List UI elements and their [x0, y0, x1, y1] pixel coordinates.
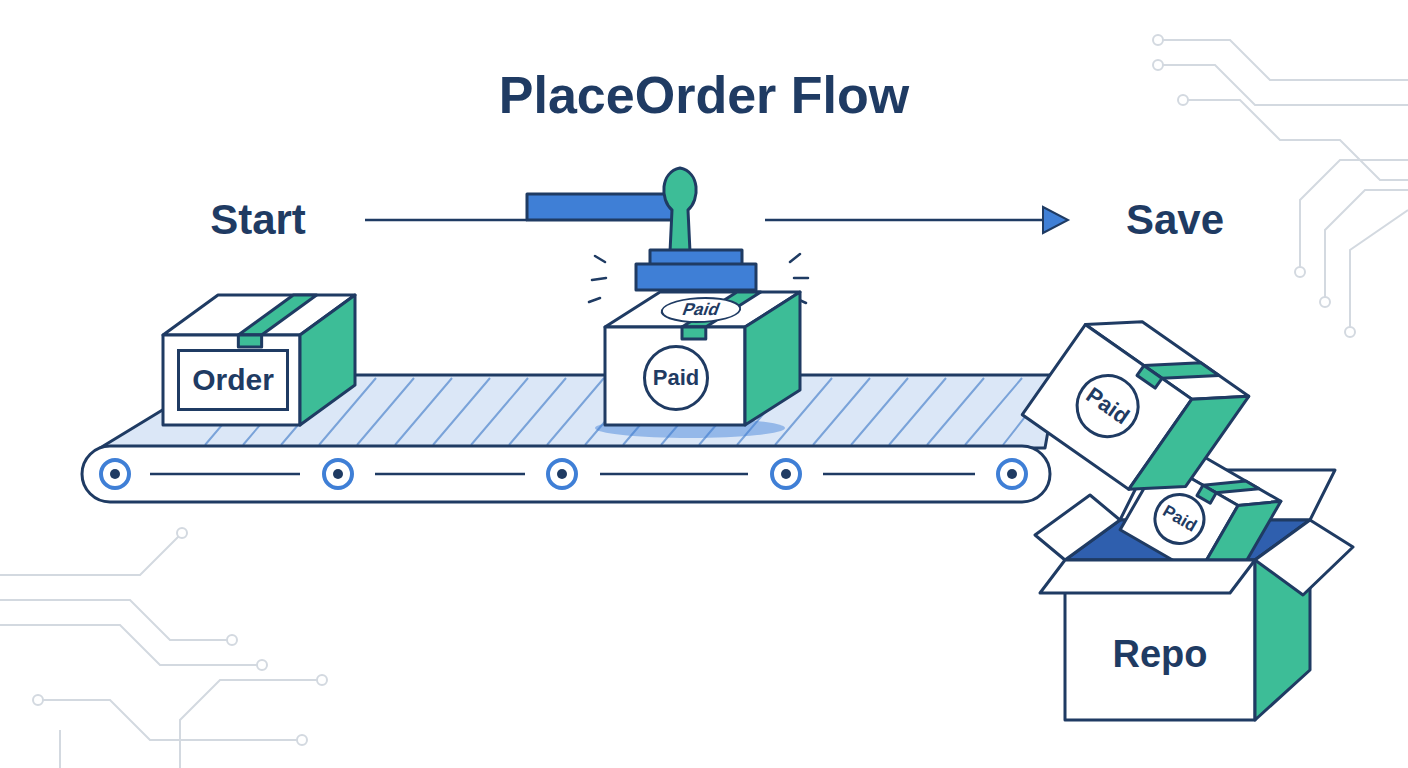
arrow-head — [1043, 207, 1068, 233]
repo-front — [1035, 455, 1355, 725]
roller — [772, 460, 800, 488]
circuit-pad — [297, 735, 307, 745]
circuit-trace — [1160, 40, 1408, 330]
circuit-pad — [1295, 267, 1305, 277]
arrow-line — [365, 219, 527, 222]
repo-label: Repo — [1065, 625, 1255, 685]
box-tape-front — [682, 327, 706, 339]
circuit-pad — [227, 635, 237, 645]
circuit-decoration — [0, 35, 1408, 768]
stamp-handle — [664, 168, 696, 252]
box-front — [163, 335, 300, 425]
box-tape-front — [238, 335, 261, 347]
roller — [998, 460, 1026, 488]
stamp-machine — [527, 168, 808, 303]
roller — [548, 460, 576, 488]
circuit-pad — [1345, 327, 1355, 337]
circuit-pad — [177, 528, 187, 538]
circuit-pad — [257, 660, 267, 670]
roller — [324, 460, 352, 488]
roller-hub — [781, 469, 791, 479]
flow-label: Save — [1100, 194, 1250, 246]
box-tape-front — [1137, 366, 1162, 389]
stamp-arm — [527, 194, 687, 220]
repo-flap-left — [1035, 495, 1120, 560]
box-label: Order — [177, 349, 289, 411]
circuit-pad — [317, 675, 327, 685]
roller-hubs — [110, 469, 1017, 479]
circuit-pad — [33, 695, 43, 705]
circuit-pad — [1320, 297, 1330, 307]
roller — [101, 460, 129, 488]
roller-hub — [110, 469, 120, 479]
rollers — [101, 460, 1026, 488]
circuit-pad — [1153, 35, 1163, 45]
roller-hub — [333, 469, 343, 479]
arrow-line — [765, 219, 1045, 222]
repository-box: RepoPaid — [1035, 455, 1355, 725]
repo-flap-front — [1040, 560, 1255, 593]
box-front — [605, 327, 745, 425]
belt-front — [82, 446, 1050, 502]
flow-arrow — [365, 207, 1068, 233]
circuit-trace — [0, 535, 320, 768]
box-tape — [238, 295, 316, 335]
box-side — [745, 292, 800, 425]
circuit-pads — [33, 35, 1355, 745]
stamp-mark: Paid — [643, 345, 709, 411]
roller-hub — [557, 469, 567, 479]
package-box: Order — [163, 295, 355, 425]
diagram-title: PlaceOrder Flow — [0, 62, 1408, 128]
circuit-pad — [1153, 60, 1163, 70]
circuit-pad — [1178, 95, 1188, 105]
box-side — [300, 295, 355, 425]
roller-hub — [1007, 469, 1017, 479]
repo-flap-right — [1255, 520, 1353, 595]
box-tape-front — [1197, 485, 1216, 503]
package-box: PaidPaid — [605, 292, 800, 425]
stamp-base — [636, 264, 756, 290]
flow-label: Start — [185, 194, 331, 246]
